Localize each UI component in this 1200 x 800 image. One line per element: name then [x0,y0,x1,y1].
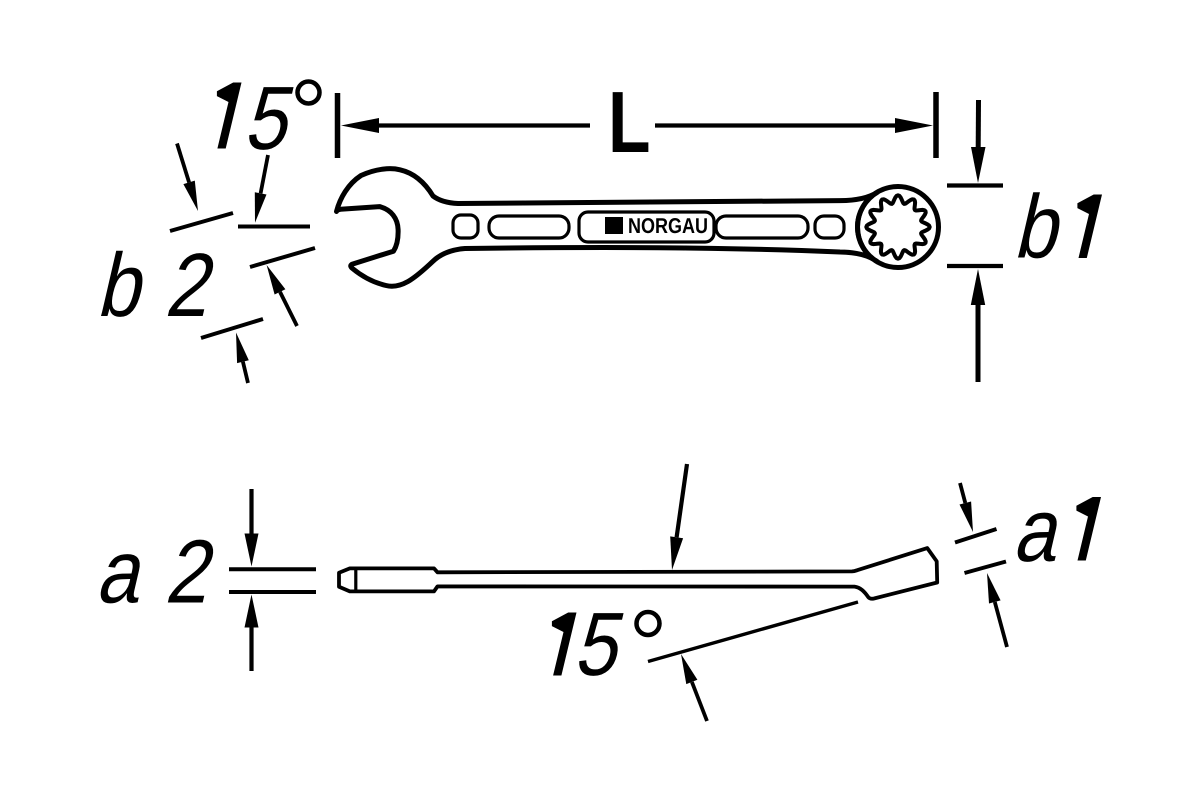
svg-text:L: L [608,74,651,171]
svg-text:NORGAU: NORGAU [628,214,708,238]
